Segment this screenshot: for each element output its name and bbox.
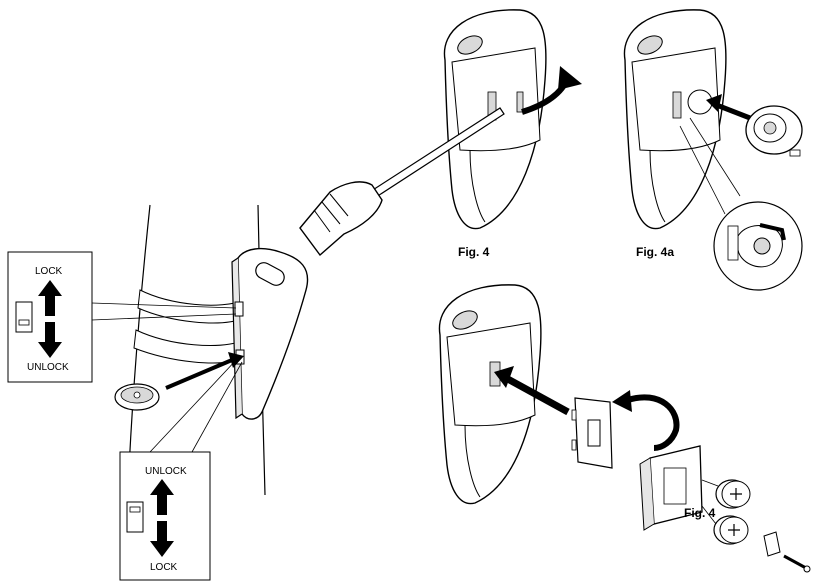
latch-upper (234, 301, 244, 317)
arrow-down-icon (38, 322, 62, 358)
insert-arrow (713, 101, 751, 121)
switch-icon (126, 501, 144, 533)
fig4b-illustration (438, 284, 811, 573)
leader-top-1 (91, 302, 237, 309)
device-housing-edge (231, 257, 243, 420)
screwdriver-handle (299, 181, 383, 257)
insert-key-arrow (165, 358, 233, 390)
leader-bottom-2 (191, 361, 243, 453)
key-disc-fig4a (745, 105, 803, 157)
fig4-caption: Fig. 4 (458, 245, 490, 259)
leader-bottom-1 (149, 357, 239, 453)
battery-clip (763, 531, 781, 557)
flip-arrow-icon (627, 394, 680, 451)
fig4a-caption: Fig. 4a (636, 245, 674, 259)
callout-top-lock-label: LOCK (35, 266, 63, 277)
arrow-up-icon (150, 479, 174, 515)
pole-mount-illustration (91, 204, 309, 496)
callout-top-unlock-label: UNLOCK (27, 362, 69, 373)
callout-bottom-lock-label: LOCK (150, 562, 178, 573)
fig4-illustration (299, 9, 582, 257)
fig4b-caption: Fig. 4 (684, 506, 716, 520)
strap-band-lower (133, 329, 246, 364)
lock-callout-bottom: UNLOCK LOCK (119, 451, 211, 581)
lock-callout-top: LOCK UNLOCK (7, 251, 93, 383)
leader-top-2 (91, 313, 237, 321)
device-slot (255, 262, 285, 286)
screw-icon (783, 554, 807, 570)
arrow-up-icon (38, 280, 62, 316)
key-disc (114, 383, 160, 411)
housing-button (457, 35, 483, 55)
device-housing-side (237, 247, 309, 420)
fig4a-illustration (623, 9, 803, 291)
arrow-down-icon (150, 521, 174, 557)
callout-bottom-unlock-label: UNLOCK (145, 466, 187, 477)
insert-bracket-arrow (504, 374, 570, 416)
battery-2 (713, 515, 749, 545)
battery-1 (715, 479, 751, 509)
switch-icon (15, 301, 33, 333)
